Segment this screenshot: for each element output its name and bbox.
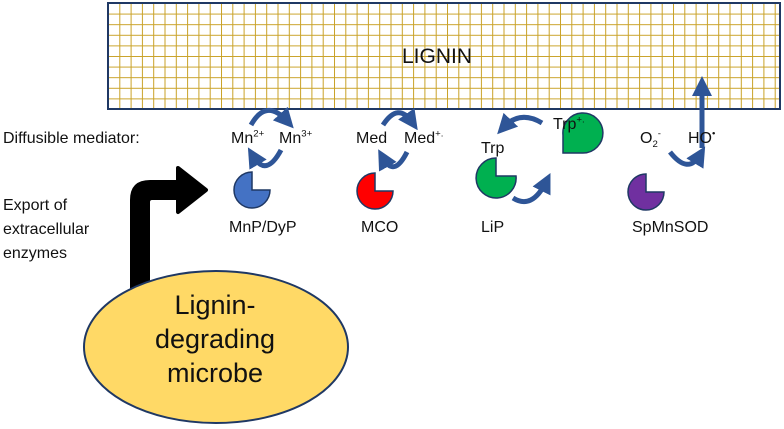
export-label-line1: Export of bbox=[3, 197, 68, 214]
export-arrow bbox=[130, 166, 208, 297]
export-label-line3: enzymes bbox=[3, 245, 68, 262]
trp-label: Trp bbox=[481, 140, 505, 157]
diffusible-mediator-label: Diffusible mediator: bbox=[3, 130, 140, 147]
enzyme-label-mco: MCO bbox=[361, 219, 399, 236]
enzyme-label-mnp-dyp: MnP/DyP bbox=[229, 219, 297, 236]
trp-cycle-bottom-arrow bbox=[511, 173, 551, 204]
hydroxyl-radical-label: HO• bbox=[688, 128, 716, 147]
microbe-label: Lignin- degrading microbe bbox=[130, 288, 300, 390]
lignin-block bbox=[107, 2, 781, 110]
mn3-label: Mn3+ bbox=[279, 128, 313, 147]
mn-cycle-top-arrow bbox=[248, 106, 294, 129]
microbe-label-line2: degrading bbox=[154, 324, 276, 354]
med-cycle-top-arrow bbox=[380, 108, 418, 131]
enzyme-mco-shape bbox=[356, 172, 394, 210]
med-cycle-bottom-arrow bbox=[378, 149, 410, 172]
lignin-label: LIGNIN bbox=[402, 45, 473, 68]
microbe-label-line3: microbe bbox=[166, 358, 264, 388]
enzyme-lip-shape-2 bbox=[562, 112, 604, 154]
mn2-label: Mn2+ bbox=[231, 128, 265, 147]
enzyme-mnp-dyp-shape bbox=[233, 171, 271, 209]
trp-radical-label: Trp+. bbox=[553, 114, 585, 133]
enzyme-label-lip: LiP bbox=[481, 219, 505, 236]
microbe-label-line1: Lignin- bbox=[174, 290, 256, 320]
trp-cycle-top-arrow bbox=[497, 112, 544, 135]
med-radical-label: Med+. bbox=[404, 128, 444, 147]
o2-to-ho-arrow bbox=[668, 146, 706, 169]
med-label: Med bbox=[356, 130, 388, 147]
export-label-line2: extracellular bbox=[3, 221, 90, 238]
enzyme-lip-shape-1 bbox=[475, 157, 517, 199]
mn-cycle-bottom-arrow bbox=[247, 147, 284, 170]
superoxide-label: O2- bbox=[640, 128, 661, 151]
enzyme-label-spmnsod: SpMnSOD bbox=[632, 219, 709, 236]
microbe-cell bbox=[83, 270, 349, 424]
enzyme-spmnsod-shape bbox=[627, 173, 665, 211]
